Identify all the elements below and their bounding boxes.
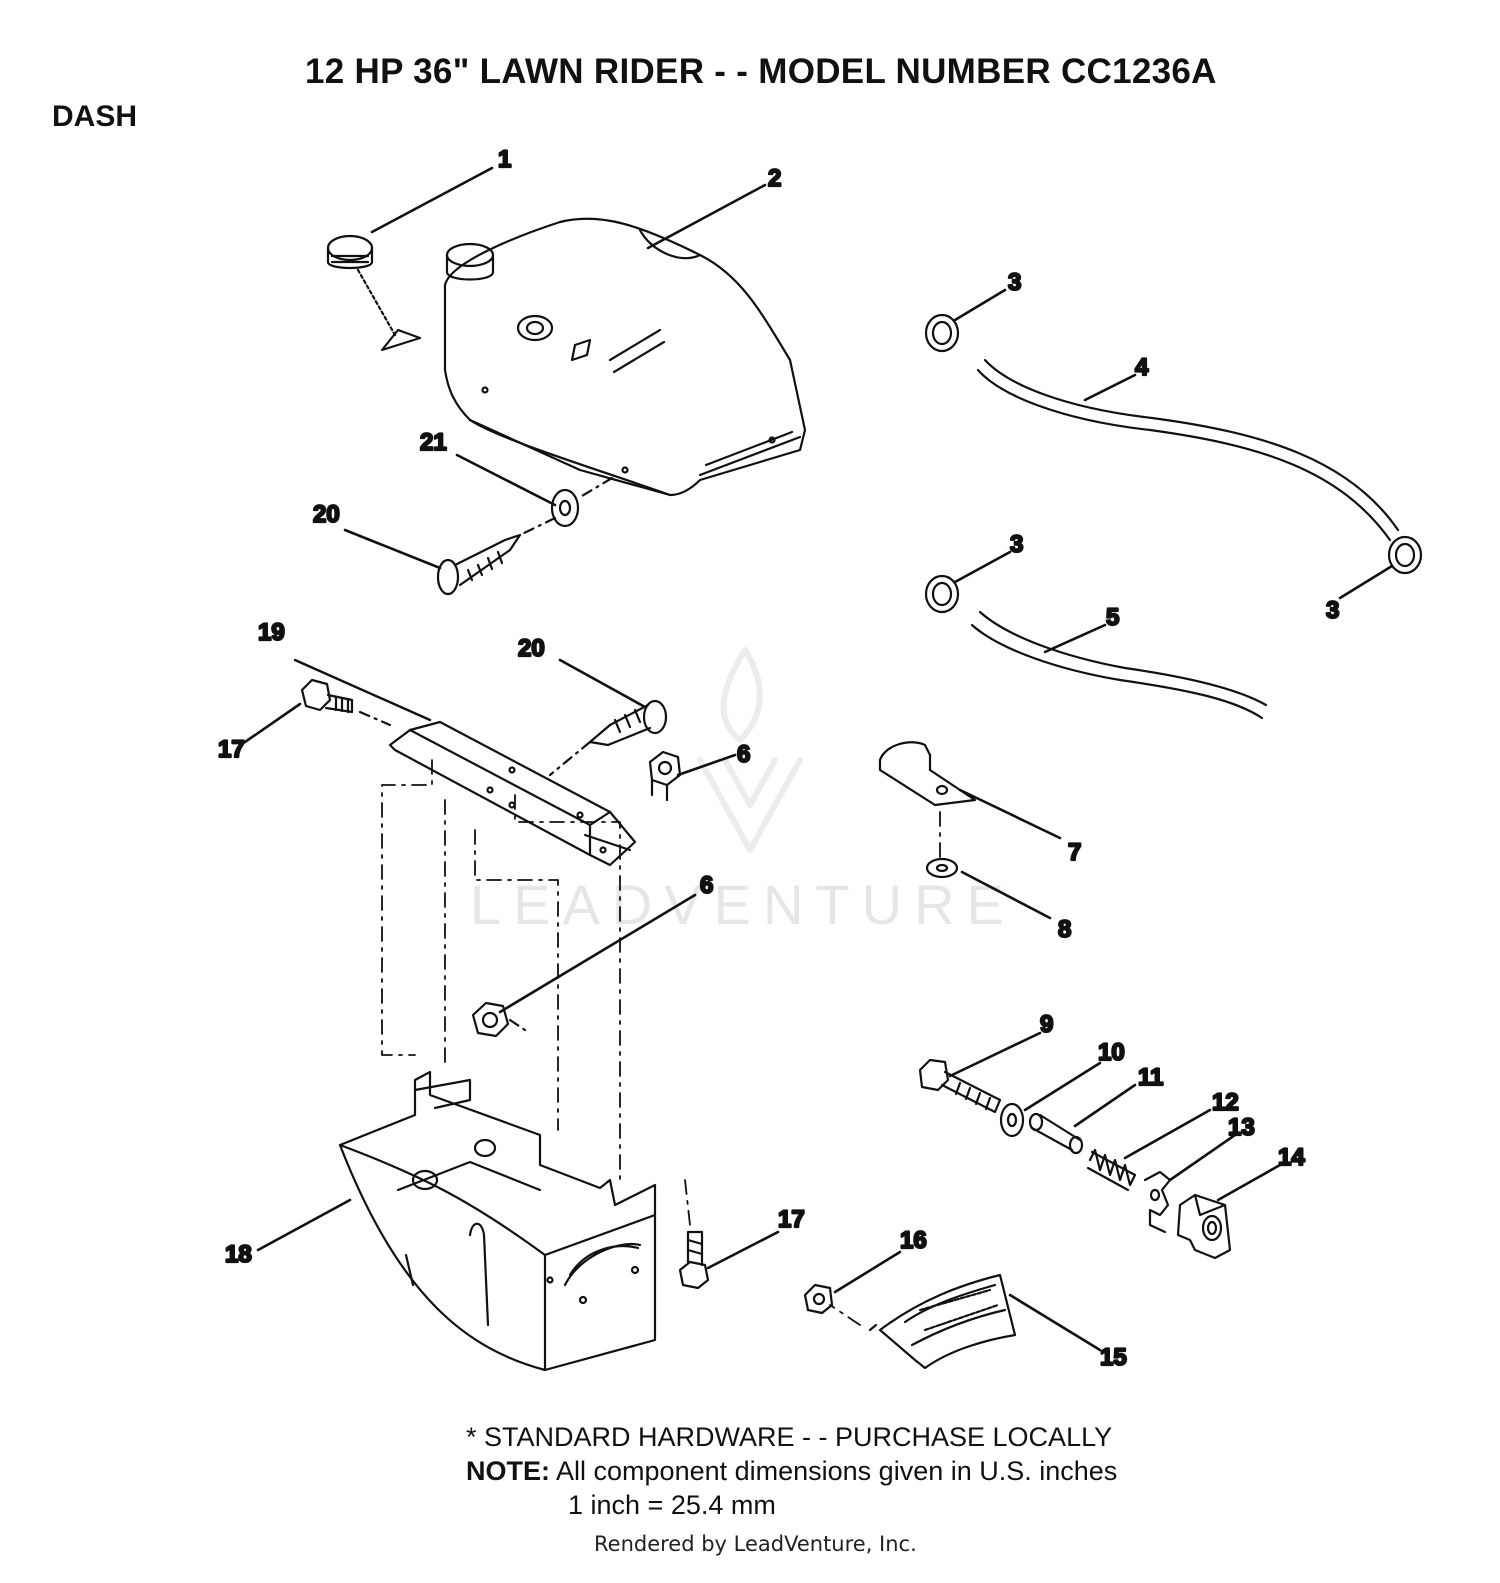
callout-15: 15: [1100, 1344, 1127, 1371]
callout-17-upper: 17: [218, 736, 245, 763]
section-label: DASH: [52, 100, 138, 133]
callout-5: 5: [1106, 604, 1119, 631]
part-clip-7: [878, 741, 977, 807]
callout-20-upper: 20: [313, 501, 340, 528]
render-credit: Rendered by LeadVenture, Inc.: [594, 1532, 917, 1556]
part-washer-21: [550, 476, 614, 528]
part-fuel-cap: [326, 234, 422, 352]
callout-2: 2: [768, 165, 781, 192]
callout-20-middle: 20: [518, 635, 545, 662]
callout-14: 14: [1278, 1144, 1305, 1171]
part-spring-12: [1086, 1148, 1137, 1192]
assembly-guide-lines: [381, 759, 941, 1326]
standard-hardware-note: * STANDARD HARDWARE - - PURCHASE LOCALLY: [466, 1422, 1113, 1452]
callout-13: 13: [1228, 1114, 1255, 1141]
notes-block: * STANDARD HARDWARE - - PURCHASE LOCALLY…: [466, 1420, 1117, 1522]
part-bolt-9: [918, 1058, 1002, 1114]
part-hose-clamp: [924, 313, 1423, 614]
callout-21: 21: [420, 429, 447, 456]
callout-11: 11: [1138, 1064, 1163, 1091]
watermark-logo: [697, 647, 803, 853]
callout-3-middle: 3: [1010, 531, 1023, 558]
callout-3-right: 3: [1326, 597, 1339, 624]
part-nut-16: [803, 1283, 834, 1315]
note-text: All component dimensions given in U.S. i…: [556, 1456, 1118, 1486]
leader-lines: [243, 166, 1394, 1352]
callout-12: 12: [1212, 1089, 1239, 1116]
watermark-text: LEADVENTURE: [470, 873, 1016, 936]
callout-10: 10: [1098, 1039, 1125, 1066]
part-screw-20-middle: [548, 699, 668, 777]
part-bracket-14: [1176, 1193, 1232, 1260]
callout-7: 7: [1068, 839, 1081, 866]
dimension-note: NOTE: All component dimensions given in …: [466, 1454, 1117, 1488]
part-bracket-19: [293, 658, 637, 867]
part-washer-8: [925, 857, 959, 879]
part-bolt-17-lower: [678, 1230, 710, 1290]
callout-6-upper: 6: [737, 741, 750, 768]
part-fuel-hose-long: [976, 358, 1400, 542]
conversion-note: 1 inch = 25.4 mm: [568, 1490, 776, 1520]
part-quadrant-decal: [868, 1273, 1017, 1370]
part-clip-13: [1143, 1170, 1172, 1234]
callout-6-lower: 6: [700, 872, 713, 899]
part-washer-10: [999, 1102, 1025, 1138]
callout-9: 9: [1040, 1011, 1053, 1038]
callout-8: 8: [1058, 916, 1071, 943]
callout-1: 1: [498, 146, 511, 173]
note-label: NOTE:: [466, 1456, 550, 1486]
part-nut-6: [471, 750, 682, 1038]
callout-17-lower: 17: [778, 1206, 805, 1233]
callout-19: 19: [258, 619, 285, 646]
part-screw-20-upper: [436, 516, 557, 596]
part-fuel-hose-short: [970, 610, 1268, 720]
page-title: 12 HP 36" LAWN RIDER - - MODEL NUMBER CC…: [305, 52, 1217, 91]
part-bolt-17-upper: [300, 678, 392, 727]
part-fuel-tank: [443, 217, 807, 497]
callout-18: 18: [225, 1241, 252, 1268]
callout-16: 16: [900, 1227, 927, 1254]
callout-3-top: 3: [1008, 269, 1021, 296]
part-lower-dash-panel: [338, 1070, 657, 1372]
part-spacer-11: [1028, 1112, 1084, 1155]
callout-4: 4: [1135, 354, 1149, 381]
